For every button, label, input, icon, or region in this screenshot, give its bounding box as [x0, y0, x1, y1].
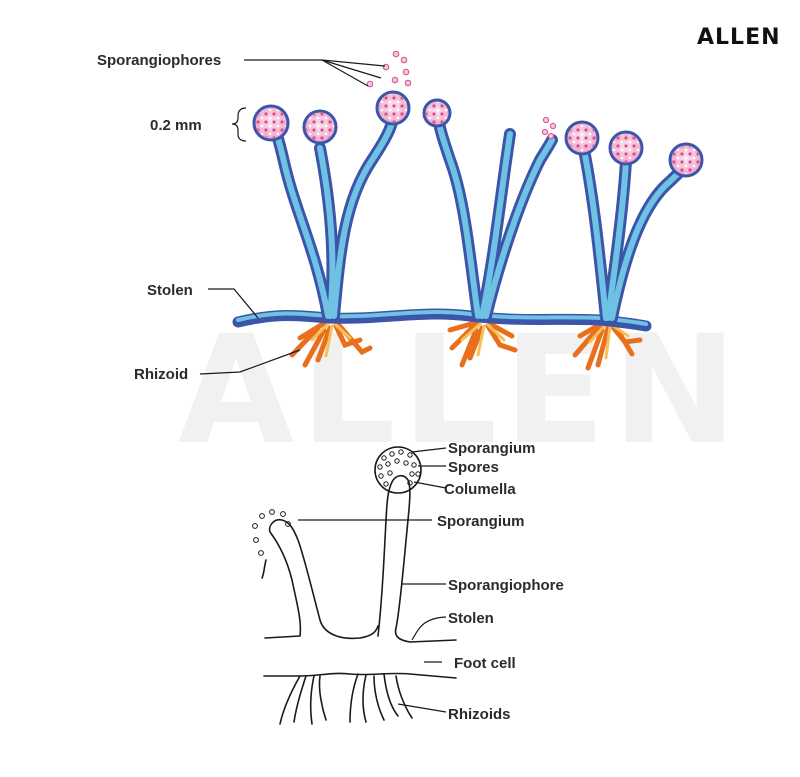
spore-circles: [377, 449, 421, 487]
label-sporangium-burst: Sporangium: [437, 513, 525, 530]
rhizoids-drawing: [279, 673, 413, 725]
brand-logo: ALLEN: [697, 25, 781, 50]
label-rhizoids: Rhizoids: [448, 706, 511, 723]
rhizoid-cluster-1: [289, 319, 373, 368]
label-rhizoid: Rhizoid: [134, 366, 188, 383]
bottom-figure: Sporangium Spores Columella Sporangium S…: [252, 440, 564, 725]
sporangiophore-left: [264, 518, 379, 640]
label-spores: Spores: [448, 459, 499, 476]
label-sporangium-top: Sporangium: [448, 440, 536, 457]
label-stolen-bottom: Stolen: [448, 610, 494, 627]
bottom-leader-lines: [298, 447, 447, 713]
sporangia-heads: [252, 90, 704, 178]
rhizoid-cluster-3: [572, 319, 643, 371]
label-stolen-top: Stolen: [147, 282, 193, 299]
sporangiophore-main: [377, 474, 457, 643]
label-sporangiophores: Sporangiophores: [97, 52, 221, 69]
label-columella: Columella: [444, 481, 516, 498]
top-leader-lines: [199, 59, 386, 375]
foot-cell-line: [263, 672, 457, 679]
label-foot-cell: Foot cell: [454, 655, 516, 672]
rhizoid-cluster-2: [447, 319, 518, 368]
spore-circles-left: [252, 509, 291, 556]
sporangium-intact: [374, 446, 422, 494]
released-spores: [366, 50, 557, 140]
watermark-text: ALLEN: [178, 304, 743, 478]
label-scale: 0.2 mm: [150, 117, 202, 134]
top-figure: Sporangiophores 0.2 mm Stolen Rhizoid: [97, 50, 704, 383]
label-sporangiophore: Sporangiophore: [448, 577, 564, 594]
scale-brace: [231, 107, 247, 142]
